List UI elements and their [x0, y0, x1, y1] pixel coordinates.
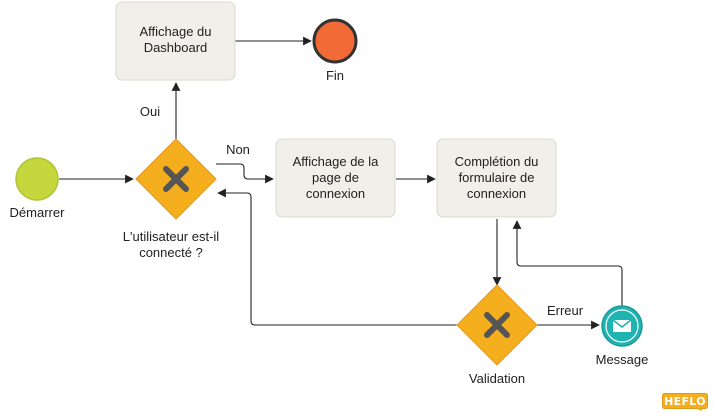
gateway-connected-label-line-2: connecté ?	[139, 245, 203, 260]
task-login-page-line-2: page de	[312, 170, 359, 185]
flow-error-label: Erreur	[547, 303, 584, 318]
message-event[interactable]	[601, 305, 643, 347]
gateway-user-connected[interactable]	[135, 138, 217, 220]
logo-text: HEFLO	[664, 395, 706, 408]
gateway-connected-label-line-1: L'utilisateur est-il	[123, 229, 220, 244]
flow-gateway-no	[216, 163, 274, 184]
task-login-page-line-1: Affichage de la	[293, 154, 380, 169]
flow-no-label: Non	[226, 142, 250, 157]
flow-validation-back	[217, 188, 457, 326]
task-form-line-3: connexion	[467, 186, 526, 201]
gateway-validation-label: Validation	[469, 371, 525, 386]
gateway-validation[interactable]	[456, 284, 538, 366]
task-dashboard-line-2: Dashboard	[144, 40, 208, 55]
flow-yes-label: Oui	[140, 104, 160, 119]
start-event[interactable]	[15, 157, 59, 201]
message-event-label: Message	[596, 352, 649, 367]
task-dashboard-line-1: Affichage du	[139, 24, 211, 39]
task-form-line-2: formulaire de	[459, 170, 535, 185]
flow-message-to-form	[512, 220, 623, 306]
task-form-completion[interactable]: Complétion du formulaire de connexion	[436, 138, 557, 218]
end-event[interactable]	[312, 18, 358, 64]
end-event-label: Fin	[326, 68, 344, 83]
start-event-label: Démarrer	[10, 205, 66, 220]
task-dashboard[interactable]: Affichage du Dashboard	[115, 1, 236, 81]
envelope-icon	[612, 319, 632, 332]
task-login-page[interactable]: Affichage de la page de connexion	[275, 138, 396, 218]
heflo-logo: HEFLO	[662, 393, 708, 411]
task-form-line-1: Complétion du	[455, 154, 539, 169]
task-login-page-line-3: connexion	[306, 186, 365, 201]
